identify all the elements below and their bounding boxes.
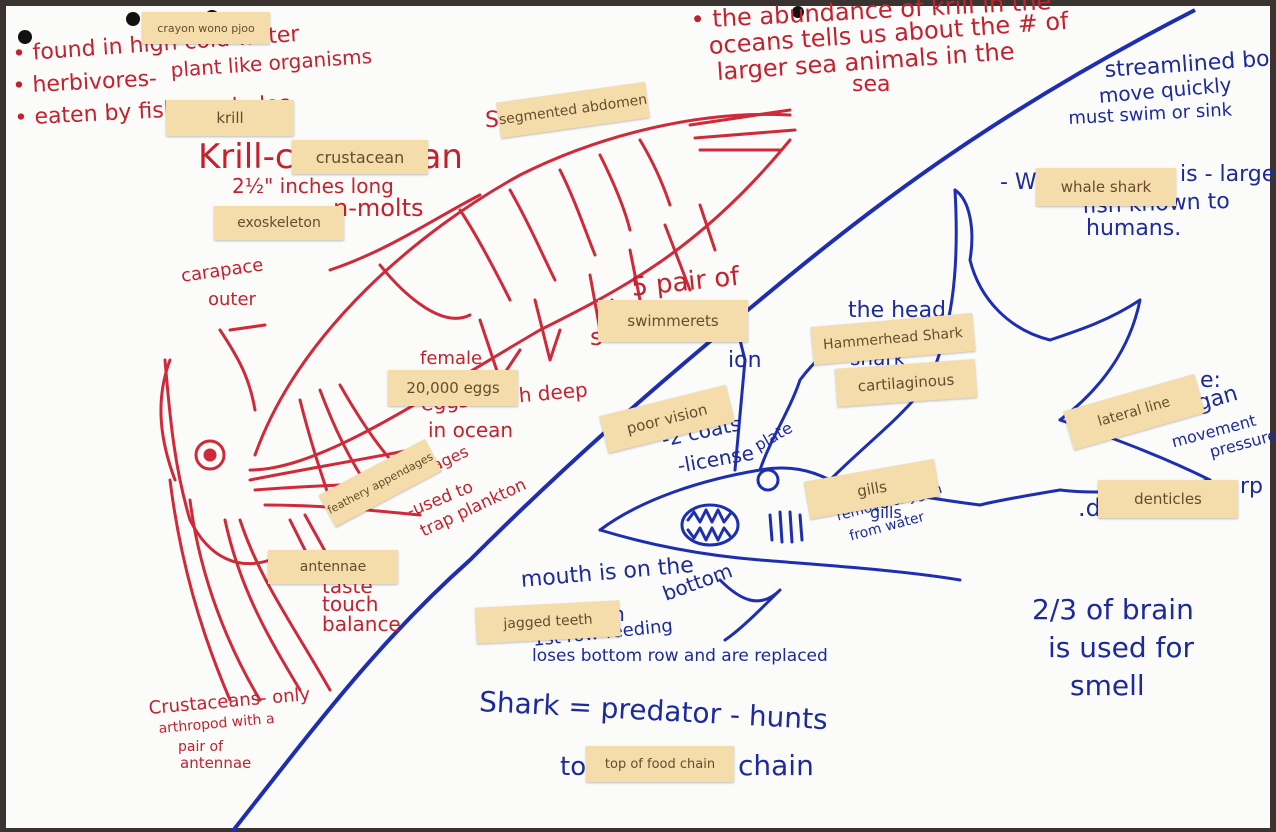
sticky-note-jagged-teeth: jagged teeth	[475, 600, 621, 643]
female-label: female	[420, 350, 482, 368]
in-ocean-label: in ocean	[428, 420, 513, 440]
largest-suffix: is - large	[1180, 164, 1275, 186]
sticky-note-crayon: crayon wono pjoo	[142, 12, 270, 44]
sticky-note-top-food-chain: top of food chain	[586, 746, 734, 782]
sticky-note-antennae: antennae	[268, 550, 398, 584]
loses-row-label: loses bottom row and are replaced	[532, 648, 828, 665]
balance-label: balance	[322, 614, 401, 634]
krill-molts: n-molts	[333, 196, 424, 220]
denticles-suffix: rp	[1240, 476, 1263, 498]
sticky-note-crustacean: crustacean	[292, 140, 428, 174]
sticky-note-eggs: 20,000 eggs	[388, 370, 518, 406]
sticky-note-swimmerets: swimmerets	[598, 300, 748, 342]
ocean-note-4: sea	[852, 74, 890, 96]
sticky-note-whale-shark: whale shark	[1036, 168, 1176, 206]
vision-suffix: ion	[728, 350, 762, 372]
brain-line-1: 2/3 of brain	[1032, 596, 1194, 624]
krill-size: 2½" inches long	[232, 176, 394, 196]
chain-suffix: chain	[738, 752, 814, 780]
humans-label: humans.	[1086, 218, 1181, 240]
sticky-note-exoskeleton: exoskeleton	[214, 206, 344, 240]
largest-prefix: - W	[1000, 172, 1037, 194]
brain-line-2: is used for	[1048, 634, 1194, 662]
touch-label: touch	[322, 594, 378, 614]
brain-line-3: smell	[1070, 672, 1145, 700]
crustaceans-note-3: pair of	[178, 740, 223, 754]
crustaceans-note-4: antennae	[180, 756, 251, 771]
carapace-outer-label: outer	[208, 291, 256, 309]
sticky-note-krill: krill	[166, 100, 294, 136]
sticky-note-denticles: denticles	[1098, 480, 1238, 518]
chain-prefix: to	[560, 754, 586, 780]
